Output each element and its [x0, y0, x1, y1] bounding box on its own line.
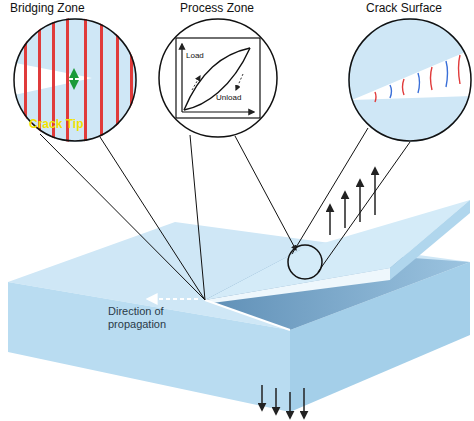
circle-outline [348, 18, 472, 142]
axis-label: Unload [216, 94, 241, 103]
inset-circle: Process ZoneLoadUnload [158, 18, 278, 138]
specimen-block [8, 200, 470, 412]
inset-circle: Crack Surface [348, 18, 472, 142]
direction-label: Direction of propagation [108, 305, 200, 330]
load-arrows-down [262, 385, 304, 418]
zone-title: Process Zone [180, 2, 254, 15]
zone-title: Bridging Zone [10, 2, 85, 15]
surface-inset [345, 15, 474, 145]
zone-marker [288, 245, 322, 279]
bridging-inset [10, 15, 140, 145]
circle-outline [158, 18, 278, 138]
inset-circle: Bridging ZoneCrack Tip [13, 18, 137, 142]
propagation-arrow [148, 298, 198, 300]
zone-title: Crack Surface [366, 2, 442, 15]
process-inset [158, 18, 278, 138]
axis-label: Load [186, 52, 204, 61]
leader-lines [40, 128, 410, 300]
inset-label: Crack Tip [29, 118, 83, 131]
